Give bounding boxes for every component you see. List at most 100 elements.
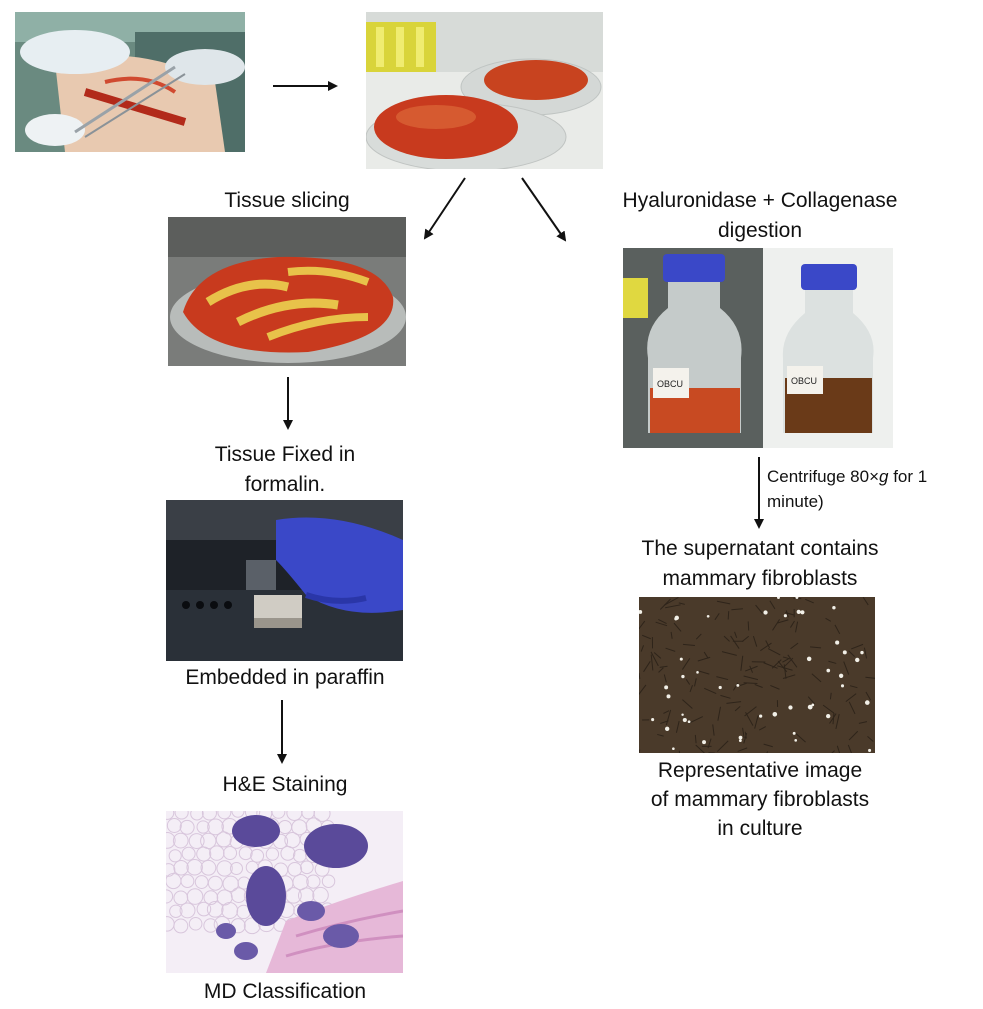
culture-fiber	[694, 678, 697, 687]
culture-cell	[777, 597, 780, 600]
he-fat-cell	[231, 811, 245, 818]
culture-fiber	[653, 652, 662, 659]
fibroblast-culture-photo	[639, 597, 875, 753]
he-fat-cell	[306, 874, 321, 889]
culture-fiber	[740, 655, 744, 671]
culture-fiber	[655, 621, 668, 627]
culture-fiber	[737, 747, 748, 752]
culture-fiber	[848, 650, 855, 658]
culture-fiber	[785, 610, 789, 618]
culture-fiber	[851, 643, 864, 650]
culture-fiber	[717, 706, 721, 721]
culture-cell	[838, 673, 844, 678]
he-fat-cell	[174, 811, 189, 820]
culture-fiber	[811, 673, 822, 683]
he-fat-cell	[200, 832, 217, 850]
culture-fiber	[744, 731, 747, 739]
sliced-tissue-photo	[168, 217, 406, 366]
tissue-dish-photo	[366, 12, 603, 169]
bottle-label-2: OBCU	[791, 376, 817, 386]
culture-fiber	[863, 647, 868, 659]
culture-fiber	[829, 692, 832, 700]
culture-cell	[681, 713, 684, 716]
culture-cell	[664, 685, 669, 690]
culture-fiber	[782, 658, 789, 663]
culture-fiber	[716, 600, 731, 605]
culture-cell	[794, 739, 798, 742]
culture-fiber	[834, 624, 841, 635]
he-fat-cell	[186, 859, 203, 876]
culture-fiber	[777, 619, 789, 624]
digestion-line-1: Hyaluronidase + Collagenase	[622, 189, 898, 212]
he-fat-cell	[180, 874, 195, 889]
centrifuge-post: for 1	[888, 467, 928, 486]
culture-cell	[795, 597, 799, 599]
culture-cell	[738, 739, 742, 743]
he-fat-cell	[250, 848, 265, 863]
culture-fiber	[829, 713, 837, 724]
culture-fiber	[707, 738, 712, 749]
culture-cell	[807, 704, 813, 710]
culture-cell	[706, 614, 710, 618]
he-staining-text: H&E Staining	[222, 773, 348, 796]
culture-cell	[672, 747, 675, 751]
culture-fiber	[697, 656, 711, 662]
culture-fiber	[723, 635, 730, 642]
culture-fiber	[685, 679, 691, 685]
culture-fiber	[790, 642, 799, 650]
culture-fiber	[795, 621, 799, 633]
he-fat-cell	[271, 811, 286, 819]
culture-fiber	[658, 618, 667, 625]
tissue-fixed-line-1: Tissue Fixed in	[214, 443, 356, 466]
culture-fiber	[754, 684, 763, 688]
culture-fiber	[698, 670, 710, 675]
centrifuge-pre: Centrifuge 80×	[767, 467, 879, 486]
culture-cell	[806, 656, 812, 662]
culture-fiber	[807, 696, 815, 705]
culture-fiber	[862, 597, 869, 606]
culture-fiber	[650, 651, 659, 667]
tissue-slicing-label: Tissue slicing	[168, 187, 406, 214]
culture-fiber	[682, 643, 695, 647]
culture-fiber	[665, 647, 676, 652]
culture-fiber	[758, 726, 766, 731]
culture-cell	[860, 650, 864, 655]
culture-cell	[666, 694, 671, 699]
culture-fiber	[790, 620, 795, 628]
culture-fiber	[673, 622, 682, 632]
culture-fiber	[765, 640, 771, 649]
culture-fiber	[716, 676, 729, 681]
culture-cell	[835, 640, 840, 645]
culture-cell	[681, 674, 685, 679]
culture-cell	[796, 609, 801, 614]
he-fat-cell	[172, 832, 189, 849]
culture-cell	[759, 714, 763, 718]
culture-cell	[855, 657, 860, 663]
culture-cell	[738, 735, 743, 740]
culture-fiber	[743, 682, 758, 684]
culture-cell	[826, 713, 831, 719]
culture-cell	[868, 748, 872, 752]
he-fat-cell	[287, 861, 303, 877]
he-fat-cell	[201, 811, 217, 821]
embedded-text: Embedded in paraffin	[185, 666, 385, 689]
centrifuge-label: Centrifuge 80×g for 1 minute)	[767, 465, 977, 513]
culture-fiber	[843, 661, 850, 675]
representative-line-1: Representative image	[657, 759, 863, 782]
culture-fiber	[769, 600, 776, 610]
culture-fiber	[782, 656, 791, 660]
digestion-label: Hyaluronidase + Collagenase digestion	[575, 187, 945, 244]
culture-fiber	[822, 704, 835, 714]
culture-fiber	[847, 744, 852, 753]
he-fat-cell	[230, 887, 247, 903]
culture-cell	[718, 685, 722, 690]
culture-fiber	[739, 682, 747, 686]
culture-cell	[651, 718, 655, 722]
he-fat-cell	[217, 811, 232, 820]
culture-fiber	[742, 727, 745, 739]
culture-fiber	[749, 665, 753, 673]
culture-fiber	[678, 750, 681, 753]
culture-fiber	[858, 721, 868, 724]
culture-fiber	[639, 672, 641, 680]
culture-fiber	[664, 597, 679, 606]
